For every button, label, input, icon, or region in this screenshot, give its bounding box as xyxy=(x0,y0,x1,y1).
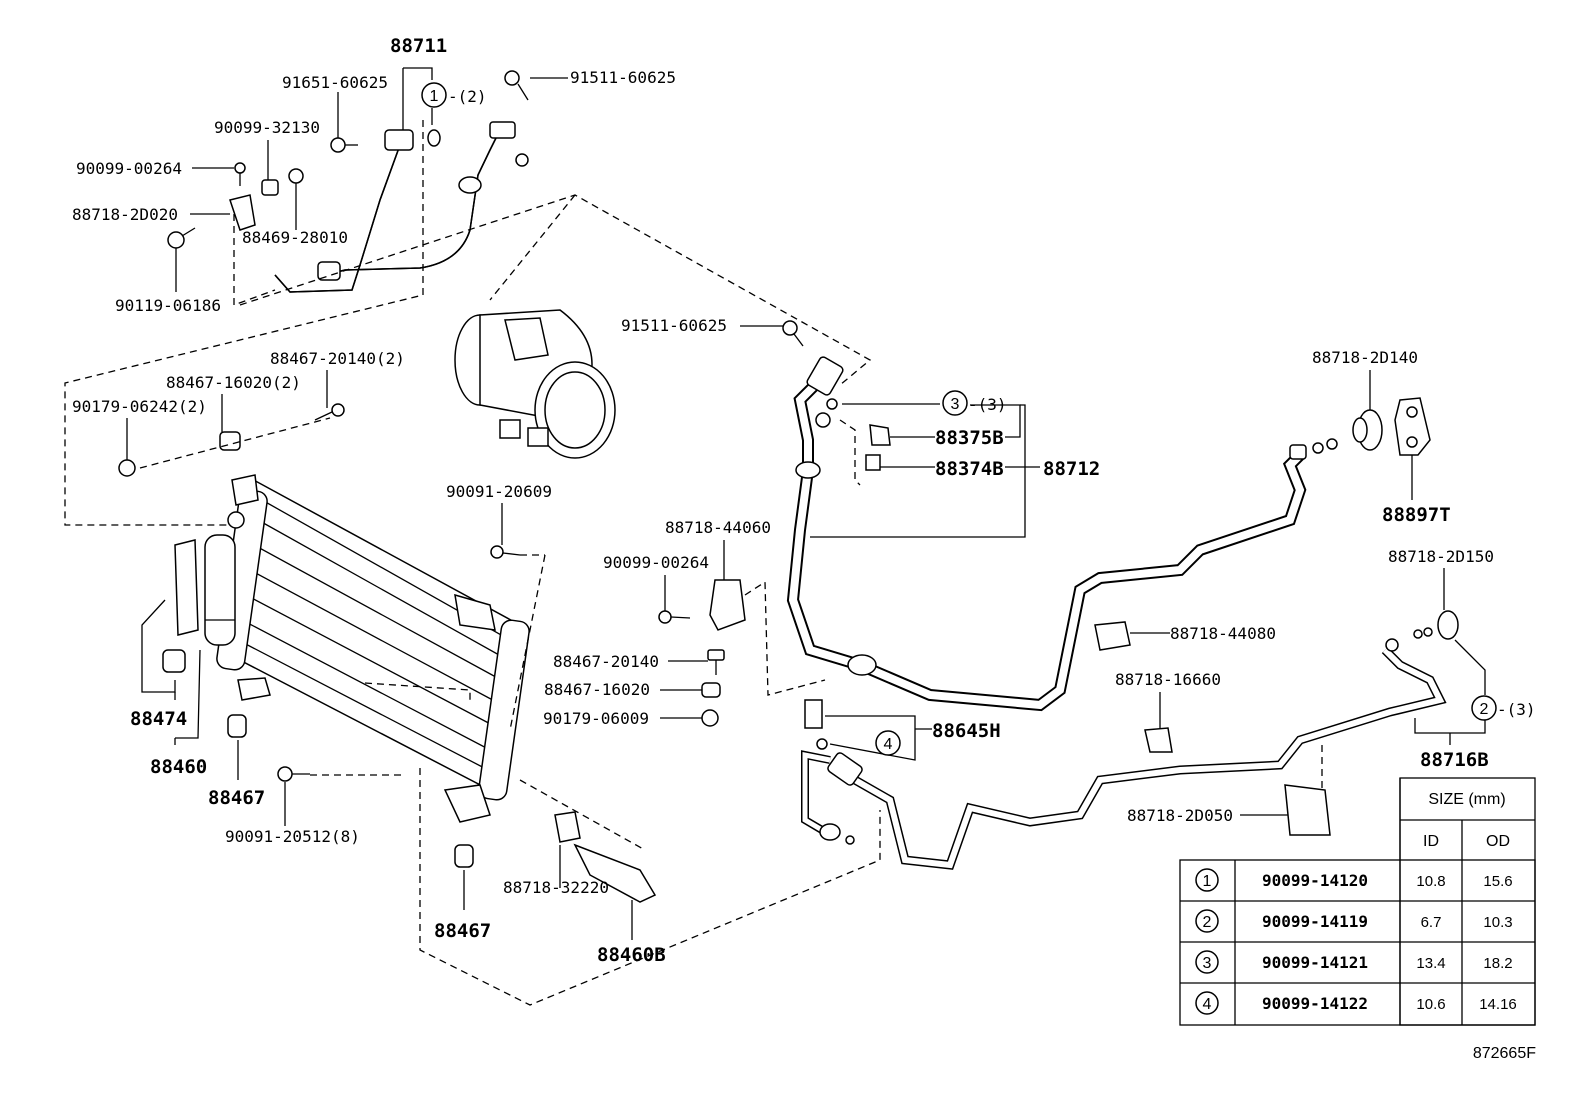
label-88716b: 88716B xyxy=(1420,749,1489,771)
label-88467-b: 88467 xyxy=(434,920,491,942)
row-key: 4 xyxy=(1203,996,1212,1013)
row-od: 10.3 xyxy=(1483,914,1512,931)
label-88460b: 88460B xyxy=(597,944,666,966)
label-90179-06242-2: 90179-06242(2) xyxy=(72,397,207,416)
bolt-icon xyxy=(330,137,358,153)
label-88718-44060: 88718-44060 xyxy=(665,518,771,537)
label-88897t: 88897T xyxy=(1382,504,1451,526)
label-88718-2d140: 88718-2D140 xyxy=(1312,348,1418,367)
size-table: SIZE (mm) ID OD 1 90099-14120 10.8 15.6 … xyxy=(1179,777,1536,1026)
row-key: 2 xyxy=(1203,914,1212,931)
size-table-col-od: OD xyxy=(1486,833,1510,850)
row-id: 10.6 xyxy=(1416,996,1445,1013)
label-90099-00264-top: 90099-00264 xyxy=(76,159,182,178)
label-90091-20609: 90091-20609 xyxy=(446,482,552,501)
row-od: 14.16 xyxy=(1479,996,1517,1013)
discharge-hose-group xyxy=(64,67,568,526)
table-row: 2 90099-14119 6.7 10.3 xyxy=(1195,909,1513,933)
label-88718-2d150: 88718-2D150 xyxy=(1388,547,1494,566)
size-table-col-id: ID xyxy=(1423,833,1439,850)
label-88718-2d050: 88718-2D050 xyxy=(1127,806,1233,825)
callout-1-qty: -(2) xyxy=(448,87,487,106)
callout-2: 2 -(3) xyxy=(1471,695,1536,721)
label-91511-60625-mid: 91511-60625 xyxy=(621,316,727,335)
size-table-header: SIZE (mm) xyxy=(1428,791,1505,808)
label-90099-00264-mid: 90099-00264 xyxy=(603,553,709,572)
condenser-group xyxy=(162,474,530,868)
bolt-icon xyxy=(504,70,529,101)
label-88460: 88460 xyxy=(150,756,207,778)
row-key: 1 xyxy=(1203,873,1212,890)
label-88712: 88712 xyxy=(1043,458,1100,480)
callout-4: 4 xyxy=(875,730,901,756)
label-88645h: 88645H xyxy=(932,720,1001,742)
callout-4-number: 4 xyxy=(884,736,893,753)
callout-1-number: 1 xyxy=(430,88,439,105)
callout-3: 3 -(3) xyxy=(942,390,1007,416)
label-90179-06009: 90179-06009 xyxy=(543,709,649,728)
liquid-pipe-group xyxy=(801,638,1447,870)
row-part-number: 90099-14122 xyxy=(1262,994,1368,1013)
label-90119-06186: 90119-06186 xyxy=(115,296,221,315)
label-88467-16020-2: 88467-16020(2) xyxy=(166,373,301,392)
bolt-icon xyxy=(658,610,691,624)
label-90091-20512-8: 90091-20512(8) xyxy=(225,827,360,846)
label-88467-20140: 88467-20140 xyxy=(553,652,659,671)
label-88467-a: 88467 xyxy=(208,787,265,809)
row-id: 13.4 xyxy=(1416,955,1445,972)
label-91511-60625-top: 91511-60625 xyxy=(570,68,676,87)
label-88375b: 88375B xyxy=(935,427,1004,449)
callout-3-qty: -(3) xyxy=(968,395,1007,414)
label-88718-2d020: 88718-2D020 xyxy=(72,205,178,224)
table-row: 1 90099-14120 10.8 15.6 xyxy=(1195,868,1513,892)
label-90099-32130: 90099-32130 xyxy=(214,118,320,137)
row-id: 10.8 xyxy=(1416,873,1445,890)
label-88374b: 88374B xyxy=(935,458,1004,480)
bolt-icon xyxy=(234,162,246,186)
label-88718-32220: 88718-32220 xyxy=(503,878,609,897)
row-part-number: 90099-14119 xyxy=(1262,912,1368,931)
label-88711: 88711 xyxy=(390,35,447,57)
bolt-icon xyxy=(490,545,521,559)
bolt-icon xyxy=(782,320,804,347)
label-88718-16660: 88718-16660 xyxy=(1115,670,1221,689)
callout-2-qty: -(3) xyxy=(1497,700,1536,719)
bolt-icon xyxy=(314,403,345,421)
row-od: 18.2 xyxy=(1483,955,1512,972)
suction-hose-group xyxy=(786,356,1338,712)
table-row: 4 90099-14122 10.6 14.16 xyxy=(1195,991,1517,1015)
compressor-group xyxy=(239,194,872,459)
diagram-reference-number: 872665F xyxy=(1473,1045,1536,1062)
label-88467-16020: 88467-16020 xyxy=(544,680,650,699)
row-id: 6.7 xyxy=(1421,914,1442,931)
label-88474: 88474 xyxy=(130,708,187,730)
label-88469-28010: 88469-28010 xyxy=(242,228,348,247)
row-od: 15.6 xyxy=(1483,873,1512,890)
row-key: 3 xyxy=(1203,955,1212,972)
bolt-icon xyxy=(277,766,310,782)
label-91651-60625: 91651-60625 xyxy=(282,73,388,92)
row-part-number: 90099-14120 xyxy=(1262,871,1368,890)
label-88467-20140-2: 88467-20140(2) xyxy=(270,349,405,368)
label-88718-44080: 88718-44080 xyxy=(1170,624,1276,643)
callout-1: 1 -(2) xyxy=(421,82,487,108)
callout-3-number: 3 xyxy=(951,396,960,413)
callout-2-number: 2 xyxy=(1480,701,1489,718)
table-row: 3 90099-14121 13.4 18.2 xyxy=(1195,950,1513,974)
row-part-number: 90099-14121 xyxy=(1262,953,1368,972)
bolt-icon xyxy=(167,227,196,249)
